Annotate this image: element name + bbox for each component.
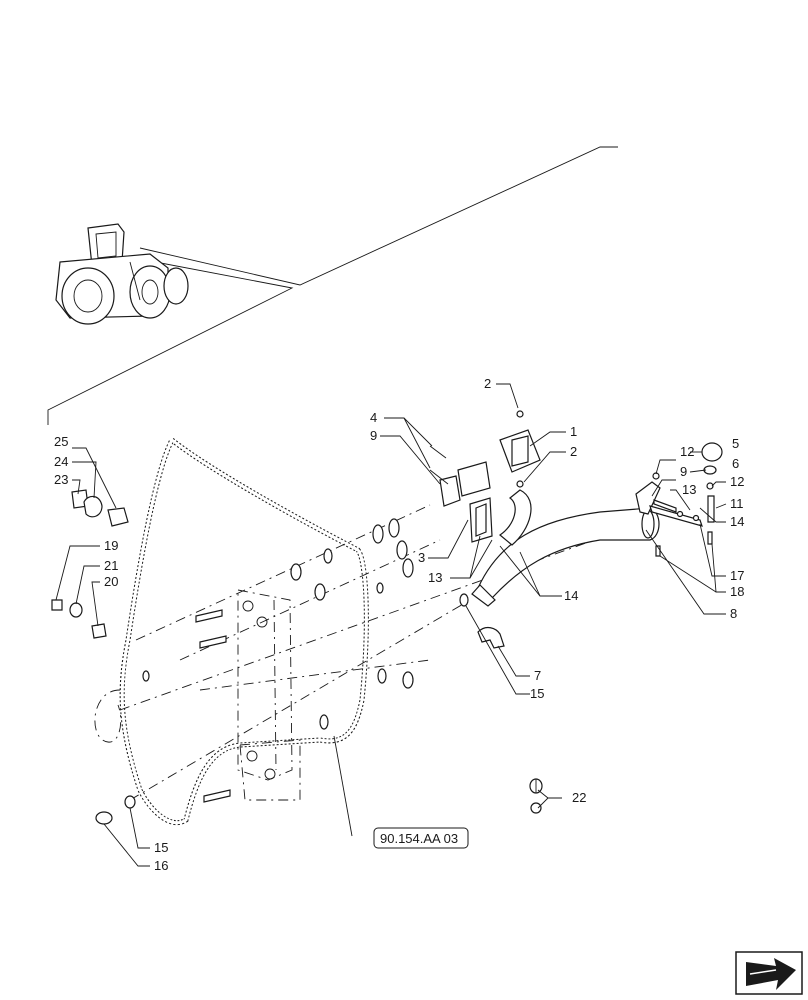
callout-10: 9 <box>680 464 687 479</box>
callout-12-right: 12 <box>730 474 744 489</box>
callout-12-top: 12 <box>680 444 694 459</box>
reference-box-label: 90.154.AA 03 <box>380 831 458 846</box>
callout-18: 18 <box>730 584 744 599</box>
callout-leaders <box>55 383 727 867</box>
door-handle-outline <box>94 689 122 743</box>
callout-7: 7 <box>534 668 541 683</box>
reference-box[interactable]: 90.154.AA 03 <box>373 827 469 849</box>
callout-5: 5 <box>732 436 739 451</box>
callout-3: 3 <box>418 550 425 565</box>
callout-24: 24 <box>54 454 68 469</box>
callout-16: 16 <box>154 858 168 873</box>
left-parts <box>51 489 129 639</box>
callout-23: 23 <box>54 472 68 487</box>
right-hinge <box>635 442 723 557</box>
callout-11: 11 <box>730 496 744 511</box>
callout-2-top: 2 <box>484 376 491 391</box>
next-page-arrow-icon[interactable] <box>735 951 803 995</box>
hinge-bracket <box>237 589 301 801</box>
callout-14-right: 14 <box>730 514 744 529</box>
callout-labels: 2 4 9 1 2 3 13 14 12 5 6 9 12 13 11 14 1… <box>54 376 744 873</box>
callout-25: 25 <box>54 434 68 449</box>
callout-1: 1 <box>570 424 577 439</box>
axis-lines <box>119 504 651 801</box>
callout-22: 22 <box>572 790 586 805</box>
callout-21: 21 <box>104 558 118 573</box>
bottom-pivot <box>95 795 136 825</box>
washers <box>142 518 414 803</box>
callout-15-mid: 15 <box>530 686 544 701</box>
callout-6: 6 <box>732 456 739 471</box>
callout-2-right: 2 <box>570 444 577 459</box>
callout-9: 9 <box>370 428 377 443</box>
callout-17: 17 <box>730 568 744 583</box>
callout-13-left: 13 <box>428 570 442 585</box>
callout-15-bottom: 15 <box>154 840 168 855</box>
callout-8: 8 <box>730 606 737 621</box>
upper-bracket <box>429 410 541 543</box>
tractor-thumbnail-icon <box>55 223 189 325</box>
callout-19: 19 <box>104 538 118 553</box>
callout-14-left: 14 <box>564 588 578 603</box>
callout-13-right: 13 <box>682 482 696 497</box>
screw-22 <box>529 778 543 814</box>
clip-ring <box>459 593 469 607</box>
door-glass <box>119 436 369 826</box>
latch-part <box>477 626 505 649</box>
callout-20: 20 <box>104 574 118 589</box>
context-lines <box>47 146 618 425</box>
callout-4: 4 <box>370 410 377 425</box>
